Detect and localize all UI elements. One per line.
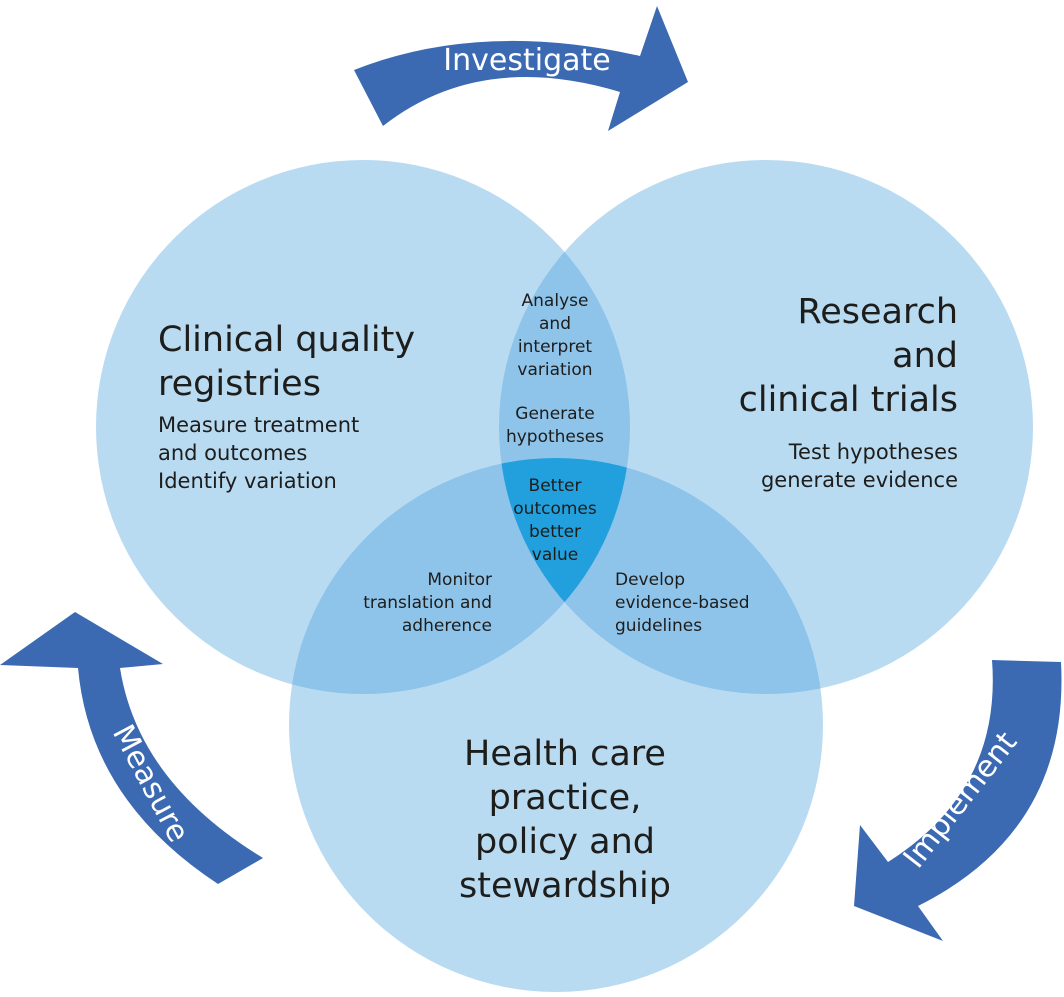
health-care-title-line3: policy and [474, 822, 655, 862]
center-line4: value [531, 545, 579, 565]
research-trials-description: Test hypotheses generate evidence [761, 438, 958, 494]
center-line3: better [528, 522, 582, 542]
health-care-title-line1: Health care [464, 734, 666, 774]
overlap-right-bottom-text: Develop evidence-based guidelines [615, 569, 750, 638]
monitor-line1: Monitor [427, 570, 492, 590]
research-trials-label: Research and clinical trials [739, 290, 958, 422]
develop-line2: evidence-based [615, 593, 750, 613]
research-trials-title-line1: Research [797, 292, 958, 332]
center-line2: outcomes [513, 499, 597, 519]
research-trials-desc-line2: generate evidence [760, 468, 958, 492]
arrow-label-investigate: Investigate [443, 43, 610, 78]
develop-line3: guidelines [615, 616, 703, 636]
curved-arrow-down-icon [854, 660, 1062, 941]
analyse-line4: variation [517, 360, 593, 380]
clinical-registries-desc-line3: Identify variation [158, 469, 337, 493]
research-trials-desc-line1: Test hypotheses [788, 440, 958, 464]
center-line1: Better [528, 476, 582, 496]
health-care-title-line2: practice, [488, 778, 642, 818]
clinical-registries-description: Measure treatment and outcomes Identify … [158, 411, 359, 495]
overlap-research-practice [499, 458, 823, 694]
analyse-line3: interpret [517, 337, 593, 357]
curved-arrow-right-icon [354, 6, 688, 131]
develop-line1: Develop [615, 570, 685, 590]
generate-line2: hypotheses [505, 427, 605, 447]
analyse-line2: and [539, 314, 571, 334]
health-care-title-line4: stewardship [459, 866, 671, 906]
overlap-center-text: Better outcomes better value [490, 475, 620, 567]
research-trials-title-line2: and [892, 336, 958, 376]
clinical-registries-desc-line1: Measure treatment [158, 413, 360, 437]
overlap-left-bottom-text: Monitor translation and adherence [363, 569, 492, 638]
analyse-line1: Analyse [521, 291, 589, 311]
clinical-registries-title-line1: Clinical quality [158, 320, 416, 360]
clinical-registries-label: Clinical quality registries [158, 318, 415, 406]
overlap-registries-practice [289, 458, 630, 694]
clinical-registries-title-line2: registries [158, 364, 321, 404]
clinical-registries-desc-line2: and outcomes [158, 441, 308, 465]
monitor-line3: adherence [401, 616, 492, 636]
health-care-practice-label: Health care practice, policy and steward… [420, 732, 710, 908]
overlap-top-analyse-text: Analyse and interpret variation [480, 290, 630, 382]
generate-line1: Generate [515, 404, 595, 424]
curved-arrow-up-icon [0, 612, 263, 884]
research-trials-title-line3: clinical trials [738, 380, 958, 420]
overlap-top-generate-text: Generate hypotheses [480, 403, 630, 449]
monitor-line2: translation and [363, 593, 492, 613]
